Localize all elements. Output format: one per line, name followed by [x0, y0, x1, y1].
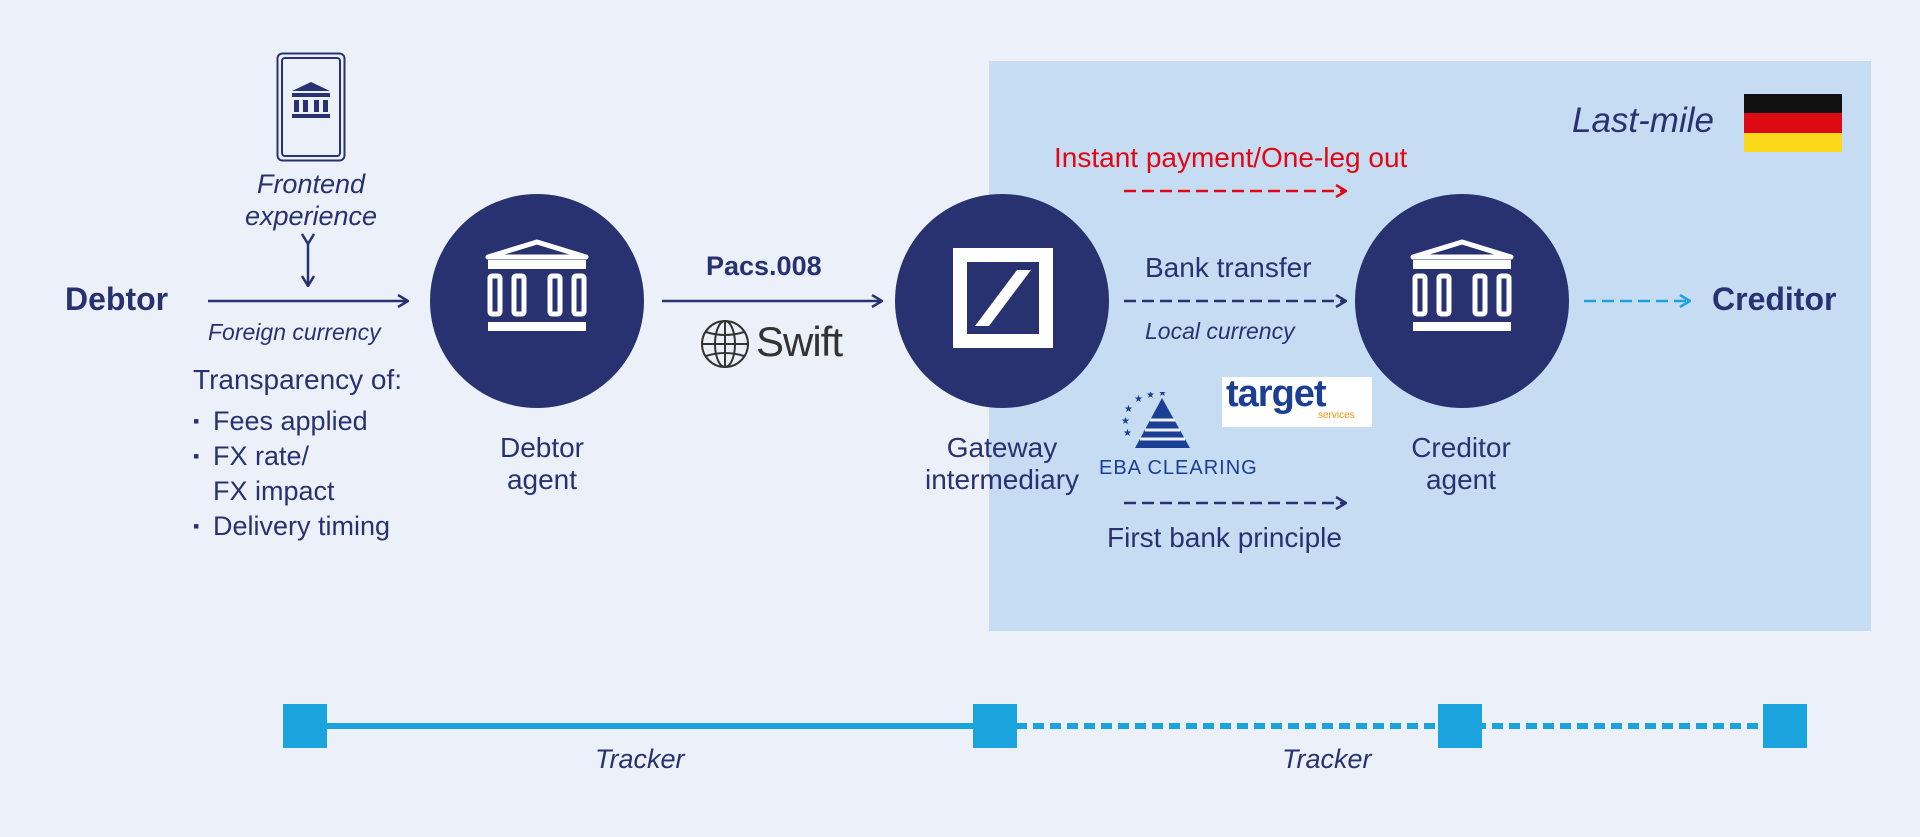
germany-flag-icon	[1744, 94, 1842, 152]
last-mile-label: Last-mile	[1572, 101, 1714, 140]
globe-icon	[701, 320, 749, 368]
list-item: Delivery timing	[193, 509, 390, 544]
eba-clearing-text: EBA CLEARING	[1099, 457, 1258, 479]
instant-payment-label: Instant payment/One-leg out	[1054, 142, 1408, 173]
svg-text:★: ★	[1134, 394, 1143, 405]
svg-text:★: ★	[1123, 428, 1132, 439]
deutsche-bank-logo	[953, 248, 1053, 348]
eba-clearing-logo: ★★★ ★★★	[1121, 392, 1190, 448]
bank-icon	[485, 239, 589, 331]
debtor-label: Debtor	[65, 281, 169, 317]
target-logo-text: target	[1226, 373, 1327, 415]
gateway-node	[895, 194, 1109, 408]
local-currency-label: Local currency	[1145, 318, 1295, 344]
tracker-label-right: Tracker	[1282, 744, 1372, 774]
creditor-agent-label: Creditor agent	[1361, 432, 1561, 496]
swift-logo-text: Swift	[756, 318, 843, 365]
target-services-logo: target services	[1222, 373, 1372, 427]
gateway-line1: Gateway	[946, 432, 1058, 463]
tracker-node-end	[1763, 704, 1807, 748]
gateway-line2: intermediary	[924, 464, 1080, 495]
target-logo-subtext: services	[1318, 410, 1355, 421]
tracker-node-gateway	[973, 704, 1017, 748]
svg-text:★: ★	[1146, 392, 1155, 401]
list-item: FX rate/	[193, 439, 390, 474]
tracker-label-left: Tracker	[595, 744, 685, 774]
svg-text:★: ★	[1121, 416, 1130, 427]
svg-text:★: ★	[1158, 392, 1167, 399]
gateway-label: Gateway intermediary	[902, 432, 1102, 496]
debtor-agent-line2: agent	[506, 464, 578, 495]
creditor-agent-line2: agent	[1425, 464, 1497, 495]
transparency-heading: Transparency of:	[193, 364, 403, 395]
list-item: Fees applied	[193, 404, 390, 439]
creditor-label: Creditor	[1712, 281, 1837, 317]
frontend-line1: Frontend	[256, 169, 366, 199]
tracker-node-start	[283, 704, 327, 748]
tracker-node-creditor-agent	[1438, 704, 1482, 748]
svg-text:★: ★	[1124, 404, 1133, 415]
creditor-agent-line1: Creditor	[1411, 432, 1511, 463]
bank-transfer-label: Bank transfer	[1145, 252, 1312, 283]
transparency-list: Fees applied FX rate/ FX impact Delivery…	[193, 404, 390, 544]
first-bank-principle-label: First bank principle	[1107, 522, 1342, 553]
bank-icon	[1410, 239, 1514, 331]
list-item-continuation: FX impact	[213, 476, 335, 506]
debtor-agent-line1: Debtor	[499, 432, 585, 463]
creditor-agent-node	[1355, 194, 1569, 408]
frontend-line2: experience	[244, 201, 378, 231]
frontend-label: Frontend experience	[211, 168, 411, 232]
debtor-agent-node	[430, 194, 644, 408]
bank-phone-icon	[276, 52, 346, 162]
foreign-currency-label: Foreign currency	[208, 319, 381, 345]
pacs-label: Pacs.008	[706, 251, 822, 281]
debtor-agent-label: Debtor agent	[442, 432, 642, 496]
